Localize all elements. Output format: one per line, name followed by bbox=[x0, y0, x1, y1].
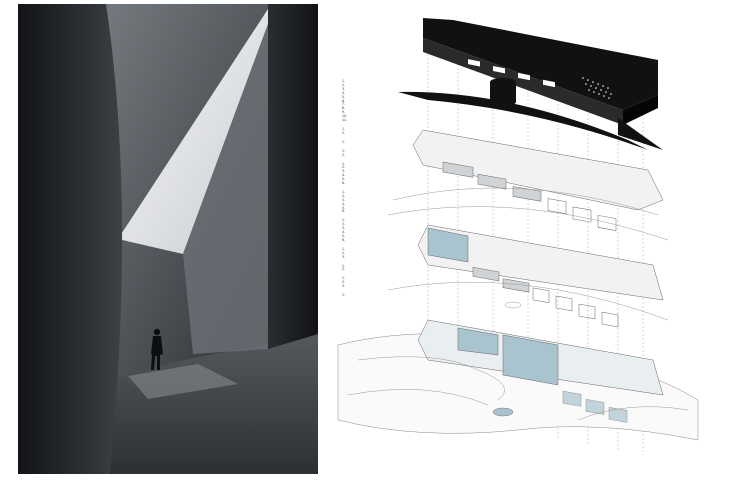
legend-item: 2. bbox=[342, 130, 346, 135]
legend-item: 10. bbox=[342, 114, 348, 119]
legend-item: 1. bbox=[342, 276, 346, 281]
legend-item: 2. bbox=[342, 152, 346, 157]
legend-item: 7. bbox=[342, 102, 346, 107]
legend-item: 1. bbox=[342, 161, 346, 166]
legend-group: 1.2.3.4.5.6. bbox=[342, 161, 434, 186]
legend-item: 4. bbox=[342, 173, 346, 178]
legend-item: 1. bbox=[342, 263, 346, 268]
legend-item: 3. bbox=[342, 254, 346, 259]
human-figure bbox=[151, 328, 163, 370]
level-1-plan bbox=[387, 129, 669, 241]
legend-item: 4. bbox=[342, 230, 346, 235]
legend-item: 3. bbox=[342, 86, 346, 91]
legend-group: 1.2.3.4.5.6. bbox=[342, 218, 434, 242]
legend-item: 6. bbox=[342, 181, 346, 186]
rendering-image bbox=[18, 4, 318, 474]
light-slit bbox=[118, 9, 268, 254]
legend-item: 2. bbox=[342, 280, 346, 285]
legend-item: 1. bbox=[342, 79, 346, 83]
roof-level bbox=[398, 18, 663, 150]
left-curved-wall bbox=[18, 4, 123, 474]
legend-item: 8. bbox=[342, 106, 346, 111]
ground-level-plan bbox=[337, 319, 699, 441]
legend-item: 6. bbox=[342, 98, 346, 103]
legend-group: 1. bbox=[342, 139, 434, 145]
legend-item: 5. bbox=[342, 94, 346, 99]
legend-item: 1. bbox=[342, 189, 346, 194]
axonometric-drawing bbox=[337, 18, 699, 455]
legend-group: 1.2. bbox=[342, 263, 434, 273]
legend-item: 6. bbox=[342, 209, 346, 214]
legend-item: 1. bbox=[342, 139, 346, 144]
legend-item: 1. bbox=[342, 293, 346, 298]
legend-item: 2. bbox=[342, 250, 346, 255]
legend-item: 2. bbox=[342, 193, 346, 198]
exploded-axonometric bbox=[318, 0, 730, 480]
legend-item: 2. bbox=[342, 165, 346, 170]
legend-group: 1.2.3.4.5.6.7.8.9.10.11. bbox=[342, 79, 434, 123]
legend-item: 3. bbox=[342, 197, 346, 202]
legend-item: 1. bbox=[342, 126, 346, 131]
legend-item: 5. bbox=[342, 234, 346, 238]
legend-item: 4. bbox=[342, 90, 346, 95]
legend-item: 3. bbox=[342, 169, 346, 174]
legend-item: 3. bbox=[342, 226, 346, 231]
legend-item: 1. bbox=[342, 218, 346, 223]
level-2-plan bbox=[387, 224, 669, 328]
legend-item: 5. bbox=[342, 177, 346, 182]
legend-item: 3. bbox=[342, 284, 346, 289]
legend-item: 11. bbox=[342, 118, 348, 123]
legend-item: 1. bbox=[342, 246, 346, 251]
legend: 1.2.3.4.5.6.7.8.9.10.11.1.2.1.1.2.1.2.3.… bbox=[342, 79, 434, 303]
legend-group: 1. bbox=[342, 293, 434, 298]
legend-item: 4. bbox=[342, 201, 346, 206]
legend-item: 5. bbox=[342, 205, 346, 210]
interior-rendering bbox=[18, 4, 318, 474]
legend-group: 1.2. bbox=[342, 148, 434, 158]
legend-group: 1.2.3.4.5.6. bbox=[342, 189, 434, 214]
legend-group: 1.2.3. bbox=[342, 276, 434, 289]
legend-item: 2. bbox=[342, 222, 346, 227]
legend-group: 1.2. bbox=[342, 126, 434, 136]
right-wall bbox=[268, 4, 318, 349]
floor-light bbox=[128, 364, 238, 399]
legend-item: 6. bbox=[342, 237, 346, 242]
legend-item: 9. bbox=[342, 110, 346, 115]
legend-item: 2. bbox=[342, 82, 346, 87]
legend-item: 1. bbox=[342, 148, 346, 153]
slanted-wall bbox=[183, 24, 268, 354]
legend-group: 1.2.3. bbox=[342, 246, 434, 260]
legend-item: 2. bbox=[342, 267, 346, 272]
